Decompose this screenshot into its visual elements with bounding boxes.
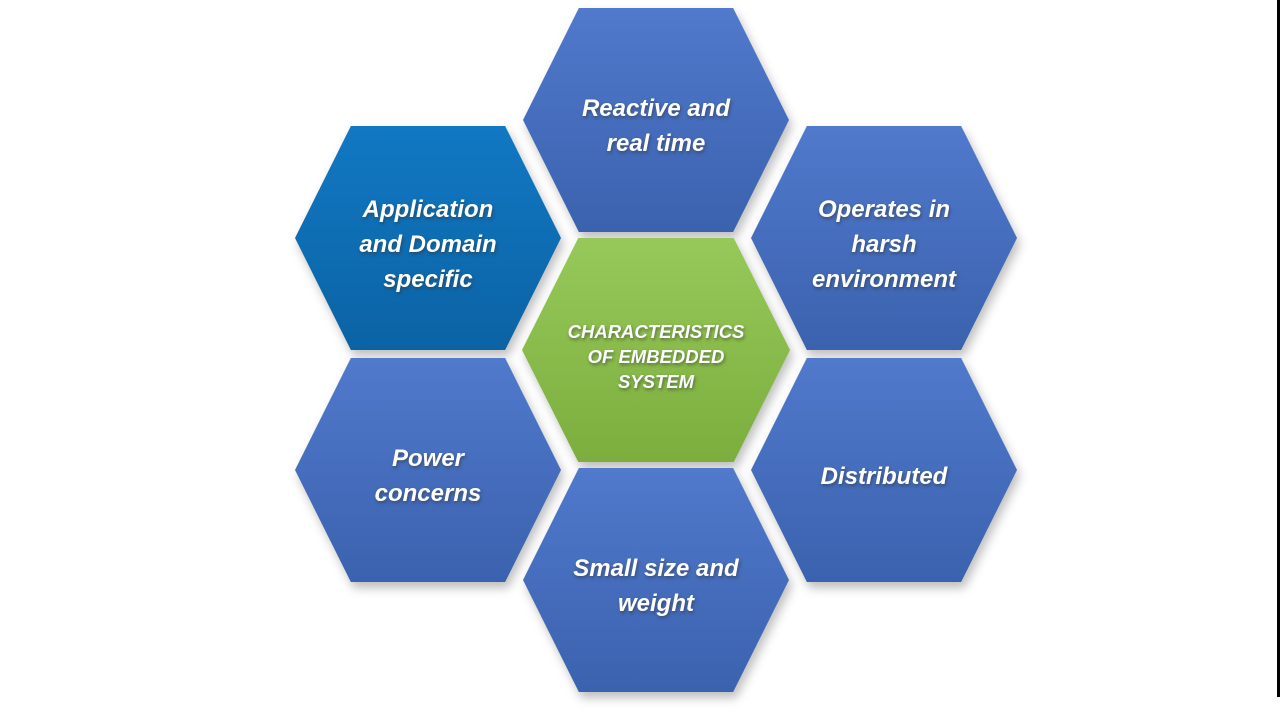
hex-label-application-domain-specific: Application and Domain specific (359, 195, 497, 293)
hex-application-domain-specific: Application and Domain specific (295, 126, 561, 350)
hex-label-small-size-weight: Small size and weight (573, 555, 739, 617)
hexagon-shape: Power concerns (295, 358, 561, 582)
hexagon-shape: Distributed (751, 358, 1017, 582)
hexagon-shape: Reactive and real time (523, 8, 789, 232)
hex-label-reactive-real-time: Reactive and real time (581, 95, 731, 157)
hex-label-characteristics: CHARACTERISTICS OF EMBEDDED SYSTEM (567, 320, 745, 392)
hexagon-shape: Small size and weight (523, 468, 789, 692)
hex-characteristics-center: CHARACTERISTICS OF EMBEDDED SYSTEM (522, 238, 790, 462)
hex-label-operates-harsh-environment: Operates in harsh environment (811, 195, 957, 293)
video-frame-edge-line (1277, 0, 1280, 697)
hex-label-distributed: Distributed (820, 462, 948, 490)
hex-small-size-weight: Small size and weight (523, 468, 789, 692)
hexagon-shape: Operates in harsh environment (751, 126, 1017, 350)
hex-label-power-concerns: Power concerns (374, 445, 482, 507)
hex-reactive-real-time: Reactive and real time (523, 8, 789, 232)
hex-distributed: Distributed (751, 358, 1017, 582)
hexagon-shape: CHARACTERISTICS OF EMBEDDED SYSTEM (522, 238, 790, 462)
hex-operates-harsh-environment: Operates in harsh environment (751, 126, 1017, 350)
hexagon-shape: Application and Domain specific (295, 126, 561, 350)
hex-power-concerns: Power concerns (295, 358, 561, 582)
